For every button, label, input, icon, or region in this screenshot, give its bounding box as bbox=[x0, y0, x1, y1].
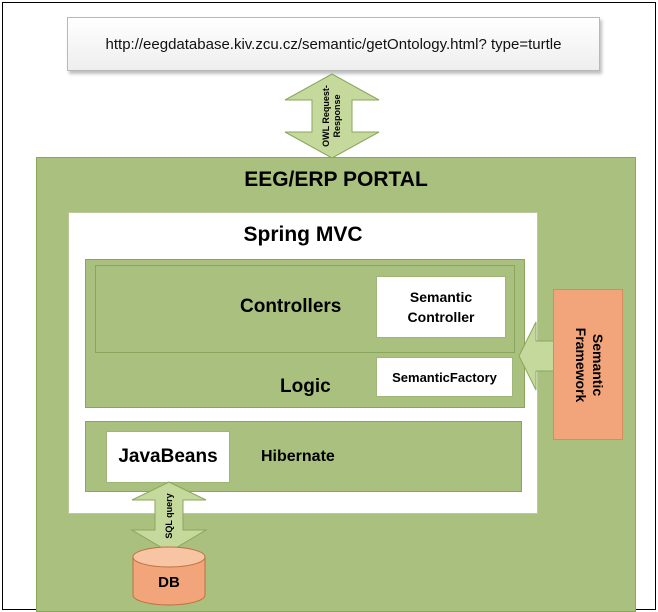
semantic-framework-box: Semantic Framework bbox=[553, 289, 623, 440]
semantic-factory-label: SemanticFactory bbox=[392, 369, 497, 385]
semantic-controller-box: Semantic Controller bbox=[376, 276, 506, 338]
spring-mvc-title: Spring MVC bbox=[243, 223, 363, 246]
semantic-controller-line1: Semantic bbox=[409, 289, 473, 305]
logic-label: Logic bbox=[280, 376, 331, 397]
portal-title: EEG/ERP PORTAL bbox=[244, 168, 428, 191]
hibernate-label: Hibernate bbox=[261, 448, 335, 465]
javabeans-label: JavaBeans bbox=[118, 446, 218, 467]
ontology-url-box: http://eegdatabase.kiv.zcu.cz/semantic/g… bbox=[67, 17, 600, 71]
controllers-label: Controllers bbox=[240, 296, 342, 317]
db-label: DB bbox=[158, 574, 180, 591]
ontology-url-text: http://eegdatabase.kiv.zcu.cz/semantic/g… bbox=[105, 35, 562, 53]
semantic-factory-box: SemanticFactory bbox=[376, 357, 513, 397]
javabeans-box: JavaBeans bbox=[106, 431, 230, 483]
semantic-controller-line2: Controller bbox=[407, 309, 475, 325]
